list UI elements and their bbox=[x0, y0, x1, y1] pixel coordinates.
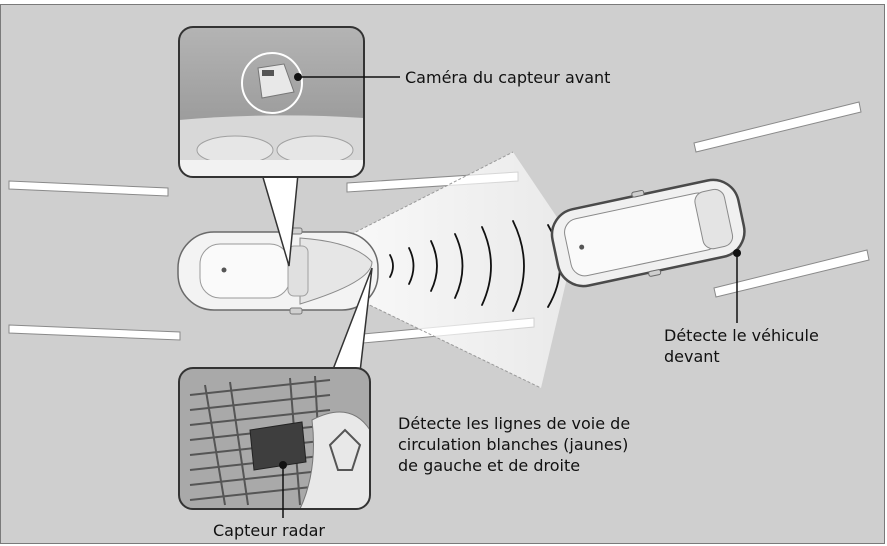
camera-callout bbox=[178, 26, 400, 267]
radar-callout bbox=[178, 267, 373, 518]
lane-marking-left-lower bbox=[8, 324, 181, 341]
lane-detection-label: Détecte les lignes de voie de circulatio… bbox=[398, 413, 630, 476]
camera-callout-dot bbox=[294, 73, 302, 81]
host-car bbox=[177, 227, 379, 315]
vehicle-detection-label-line2: devant bbox=[664, 347, 720, 366]
camera-highlight-circle bbox=[241, 52, 303, 114]
lane-marking-left-upper bbox=[8, 180, 169, 197]
lane-detection-label-line1: Détecte les lignes de voie de bbox=[398, 414, 631, 433]
radar-callout-dot bbox=[279, 461, 287, 469]
vehicle-detection-label-line1: Détecte le véhicule bbox=[664, 326, 819, 345]
lane-detection-label-line2: circulation blanches (jaunes) bbox=[398, 435, 629, 454]
vehicle-callout-leader bbox=[733, 249, 741, 323]
camera-label: Caméra du capteur avant bbox=[405, 68, 611, 87]
vehicle-detection-label: Détecte le véhicule devant bbox=[664, 325, 819, 367]
radar-label: Capteur radar bbox=[213, 521, 325, 540]
lane-detection-label-line3: de gauche et de droite bbox=[398, 456, 581, 475]
lane-marking-right-lower bbox=[713, 249, 870, 298]
lane-marking-right-upper bbox=[693, 101, 862, 153]
vehicle-ahead bbox=[550, 178, 746, 288]
camera-detection-fan bbox=[289, 152, 575, 388]
